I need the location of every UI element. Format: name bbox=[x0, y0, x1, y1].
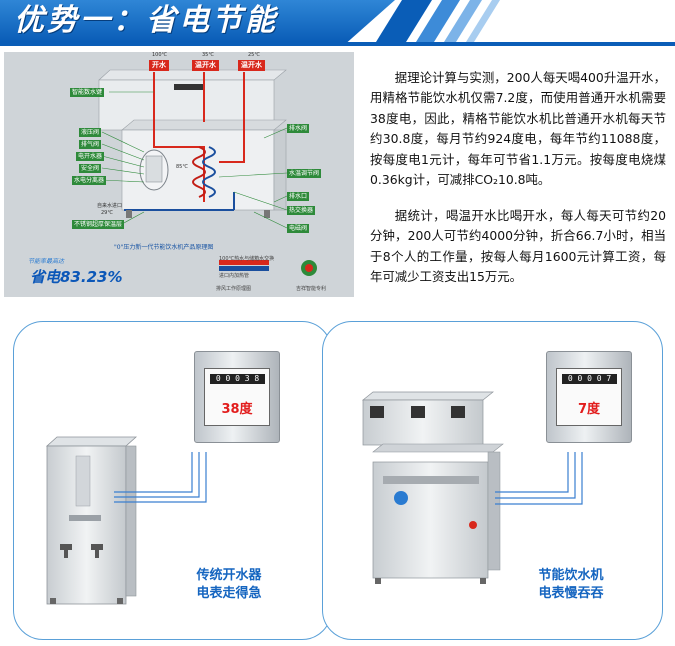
traditional-boiler-caption: 传统开水器 电表走得急 bbox=[174, 567, 284, 603]
legend-note: 100℃热水与储箱水交换 bbox=[219, 256, 275, 262]
inlet-label: 自来水进口 bbox=[97, 203, 123, 209]
callout-label: 排水阀 bbox=[287, 124, 310, 133]
caption-line: 传统开水器 bbox=[196, 568, 262, 583]
callout-label: 不锈钢超厚保温层 bbox=[72, 220, 125, 229]
tap-tag-warm-1: 温开水 bbox=[192, 60, 219, 71]
saving-rate-caption: 节能率最高达 bbox=[28, 258, 65, 265]
callout-label: 热交换器 bbox=[287, 206, 316, 215]
callout-label: 排水口 bbox=[287, 192, 310, 201]
temp-label: 100℃ bbox=[152, 52, 168, 58]
caption-line: 电表走得急 bbox=[196, 586, 262, 601]
caption-line: 电表慢吞吞 bbox=[538, 586, 604, 601]
electricity-meter: 0 0 0 3 8 38度 bbox=[194, 351, 280, 443]
caption-line: 节能饮水机 bbox=[538, 568, 604, 583]
meter-reading: 38度 bbox=[221, 402, 253, 417]
banner-title: 优势一：省电节能 bbox=[0, 0, 395, 42]
callout-label: 电磁阀 bbox=[287, 224, 310, 233]
temp-label: 85℃ bbox=[176, 164, 188, 170]
energy-saving-dispenser-caption: 节能饮水机 电表慢吞吞 bbox=[516, 567, 626, 603]
energy-saving-dispenser-illustration bbox=[362, 391, 583, 584]
callout-label: 排气阀 bbox=[79, 140, 102, 149]
legend-note: 吉祥智能专利 bbox=[296, 286, 327, 292]
energy-saving-dispenser-panel: 0 0 0 0 7 7度 节能饮水机 电表慢吞吞 bbox=[322, 321, 663, 640]
diagram-caption: "0"压力新一代节能饮水机产品原理图 bbox=[114, 244, 214, 251]
temp-label: 29℃ bbox=[101, 210, 113, 216]
banner-underline bbox=[0, 42, 675, 46]
principle-diagram: 开水 温开水 温开水 100℃ 35℃ 25℃ 85℃ 29℃ 自来水进口 智能… bbox=[4, 52, 354, 297]
callout-label: 智能数水键 bbox=[70, 88, 105, 97]
traditional-boiler-illustration bbox=[45, 436, 207, 605]
legend-note: 进口内加热管 bbox=[219, 273, 250, 279]
paragraph-energy-calculation: 据理论计算与实测，200人每天喝400升温开水，用精格节能饮水机仅需7.2度，而… bbox=[370, 70, 666, 188]
banner: 优势一：省电节能 bbox=[0, 0, 675, 46]
legend-note: 排风工作原理图 bbox=[216, 286, 252, 292]
paragraph-time-saving: 据统计，喝温开水比喝开水，每人每天可节约20分钟，200人可节约4000分钟，折… bbox=[370, 208, 666, 285]
temp-label: 35℃ bbox=[202, 52, 214, 58]
saving-rate: 省电83.23% bbox=[30, 268, 123, 286]
meter-screen: 0 0 0 3 8 38度 bbox=[204, 368, 270, 426]
meter-screen: 0 0 0 0 7 7度 bbox=[556, 368, 622, 426]
callout-label: 电开水器 bbox=[76, 152, 105, 161]
tap-tag-boiling: 开水 bbox=[149, 60, 169, 71]
meter-digits: 0 0 0 0 7 bbox=[562, 374, 617, 384]
electricity-meter: 0 0 0 0 7 7度 bbox=[546, 351, 632, 443]
meter-digits: 0 0 0 3 8 bbox=[210, 374, 265, 384]
callout-label: 液压阀 bbox=[79, 128, 102, 137]
traditional-boiler-panel: 0 0 0 3 8 38度 传统开水器 电表走得急 bbox=[13, 321, 332, 640]
callout-label: 水温调节阀 bbox=[287, 169, 322, 178]
callout-label: 水电分离器 bbox=[72, 176, 107, 185]
meter-reading: 7度 bbox=[577, 402, 601, 417]
callout-label: 安全阀 bbox=[79, 164, 102, 173]
tap-tag-warm-2: 温开水 bbox=[238, 60, 265, 71]
temp-label: 25℃ bbox=[248, 52, 260, 58]
water-dispenser-cutaway-illustration bbox=[98, 69, 317, 276]
banner-stripes-decoration bbox=[376, 0, 500, 42]
